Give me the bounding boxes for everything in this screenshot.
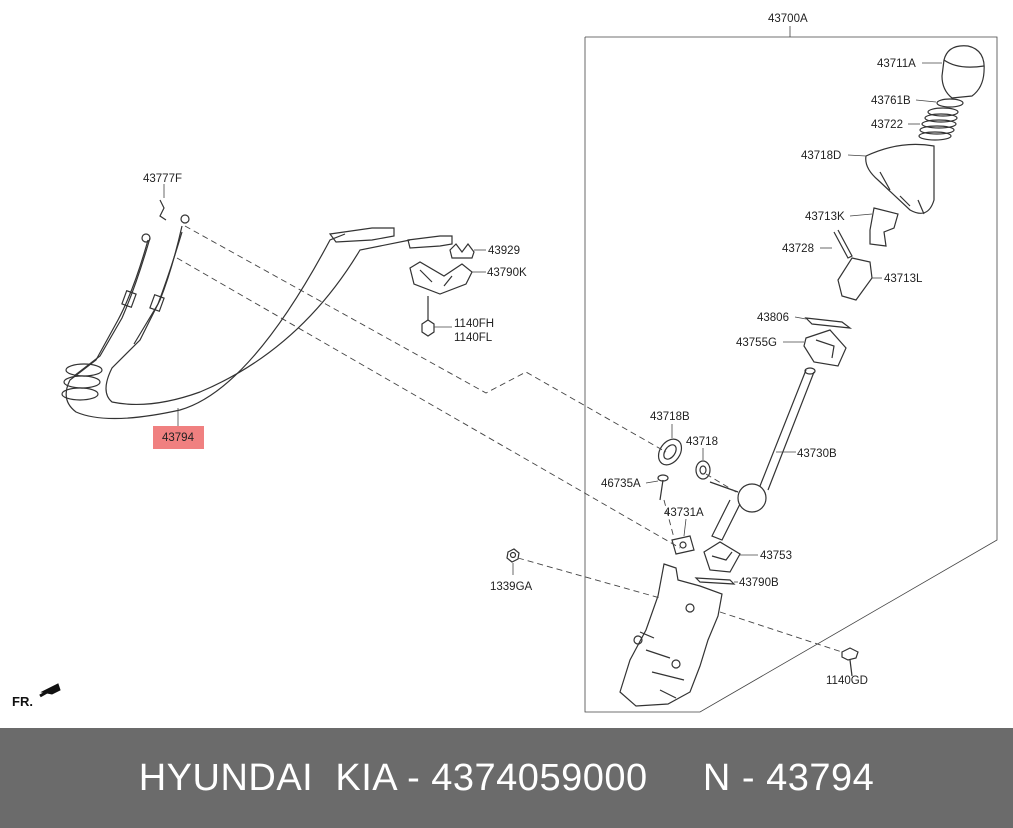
shifter-base <box>619 563 723 707</box>
cable-bracket <box>409 261 473 295</box>
assembly-label: 43700A <box>768 13 808 25</box>
label-1140GD: 1140GD <box>826 675 868 687</box>
label-43929: 43929 <box>488 245 520 257</box>
label-43790K: 43790K <box>487 267 527 279</box>
shift-lever <box>709 367 816 541</box>
label-43728: 43728 <box>782 243 814 255</box>
parts-diagram: 43700A 43711A 43761B 43722 43718D 43713K… <box>39 13 998 713</box>
label-43713K: 43713K <box>805 211 845 223</box>
spring-boot <box>918 107 959 141</box>
label-43761B: 43761B <box>871 95 911 107</box>
label-1140FH: 1140FH <box>454 318 494 330</box>
boot-cover <box>865 143 935 214</box>
label-43794: 43794 <box>162 432 195 444</box>
label-43718B: 43718B <box>650 411 690 423</box>
bracket-part <box>671 535 695 555</box>
reference-lines <box>176 225 843 653</box>
label-43718: 43718 <box>686 436 718 448</box>
footer-bar: HYUNDAI KIA - 4374059000 N - 43794 <box>0 728 1013 828</box>
indicator-housing <box>803 329 847 367</box>
assembly-frame <box>584 36 998 713</box>
footer-text: HYUNDAI KIA - 4374059000 N - 43794 <box>138 756 875 799</box>
plate-part <box>694 577 736 585</box>
shift-knob <box>941 45 985 99</box>
button-part <box>837 257 873 301</box>
label-1339GA: 1339GA <box>490 581 533 593</box>
direction-label: FR. <box>12 694 33 709</box>
label-43731A: 43731A <box>664 507 704 519</box>
washer-part <box>657 438 683 466</box>
nut-part <box>506 548 520 563</box>
label-43718D: 43718D <box>801 150 841 162</box>
clip-pin <box>657 474 669 501</box>
bushing-part <box>695 460 711 480</box>
bolt-part <box>841 647 859 677</box>
cable-clip <box>159 199 167 221</box>
label-43755G: 43755G <box>736 337 777 349</box>
label-1140FL: 1140FL <box>454 332 493 344</box>
ring-part <box>936 98 964 108</box>
pin-part <box>833 229 853 259</box>
detent-part <box>703 541 741 573</box>
label-43790B: 43790B <box>739 577 779 589</box>
lock-part <box>869 207 899 247</box>
label-43711A: 43711A <box>877 58 916 70</box>
label-43722: 43722 <box>871 119 903 131</box>
highlight-43794 <box>153 426 204 449</box>
shift-cable <box>61 214 453 420</box>
label-43777F: 43777F <box>143 173 182 185</box>
gasket-part <box>804 317 853 329</box>
label-43753: 43753 <box>760 550 792 562</box>
label-43806: 43806 <box>757 312 789 324</box>
label-46735A: 46735A <box>601 478 641 490</box>
label-43730B: 43730B <box>797 448 837 460</box>
label-43713L: 43713L <box>884 273 923 285</box>
bracket-bolt <box>421 296 435 337</box>
retaining-clip <box>449 243 475 259</box>
